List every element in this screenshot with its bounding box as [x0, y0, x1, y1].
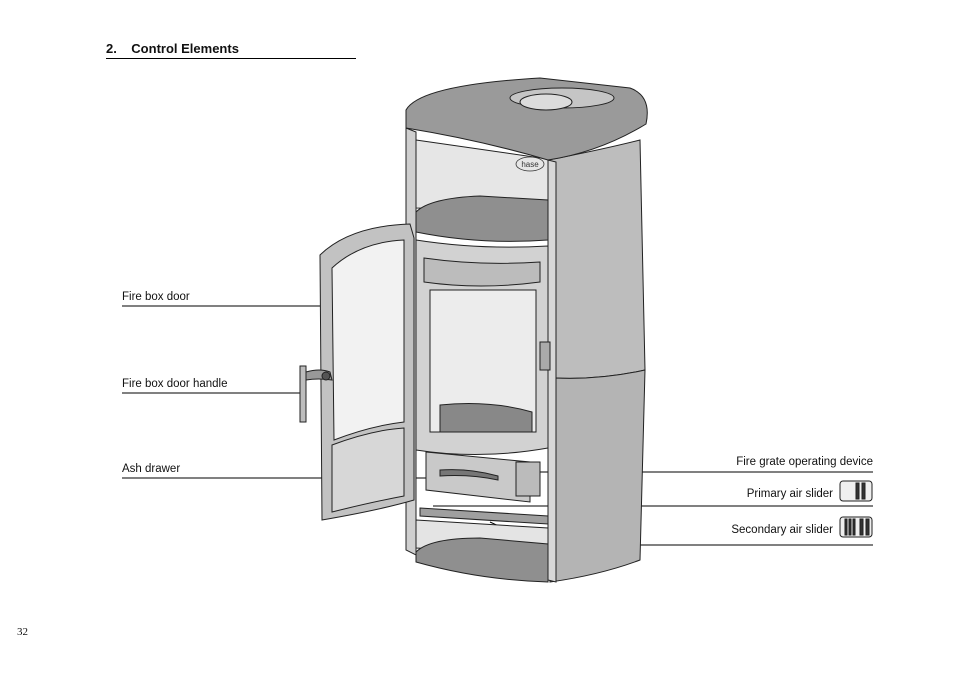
section-heading: 2. Control Elements — [106, 41, 356, 59]
label-fire-grate-operating-device: Fire grate operating device — [736, 456, 873, 468]
fire-box-door-handle — [299, 365, 333, 423]
stove-right-panel-lower — [549, 369, 646, 583]
brand-logo-text: hase — [521, 160, 539, 169]
page-number: 32 — [17, 626, 28, 638]
stove-right-panel — [547, 139, 646, 379]
primary-air-slider-icon — [839, 480, 873, 502]
label-secondary-air-slider: Secondary air slider — [731, 524, 833, 536]
secondary-air-slider-icon — [839, 516, 873, 538]
base-shelf — [415, 537, 549, 583]
label-primary-air-slider: Primary air slider — [746, 488, 833, 500]
section-title: Control Elements — [131, 41, 239, 56]
fire-box-door — [319, 223, 415, 521]
shelf — [415, 195, 549, 242]
stove — [405, 77, 648, 583]
brand-logo: hase — [515, 156, 545, 172]
label-fire-box-door: Fire box door — [122, 291, 190, 303]
label-ash-drawer: Ash drawer — [122, 463, 181, 475]
label-fire-box-door-handle: Fire box door handle — [122, 378, 228, 390]
side-control-knob — [539, 341, 551, 371]
door-glass — [331, 239, 405, 441]
section-number: 2. — [106, 41, 117, 56]
